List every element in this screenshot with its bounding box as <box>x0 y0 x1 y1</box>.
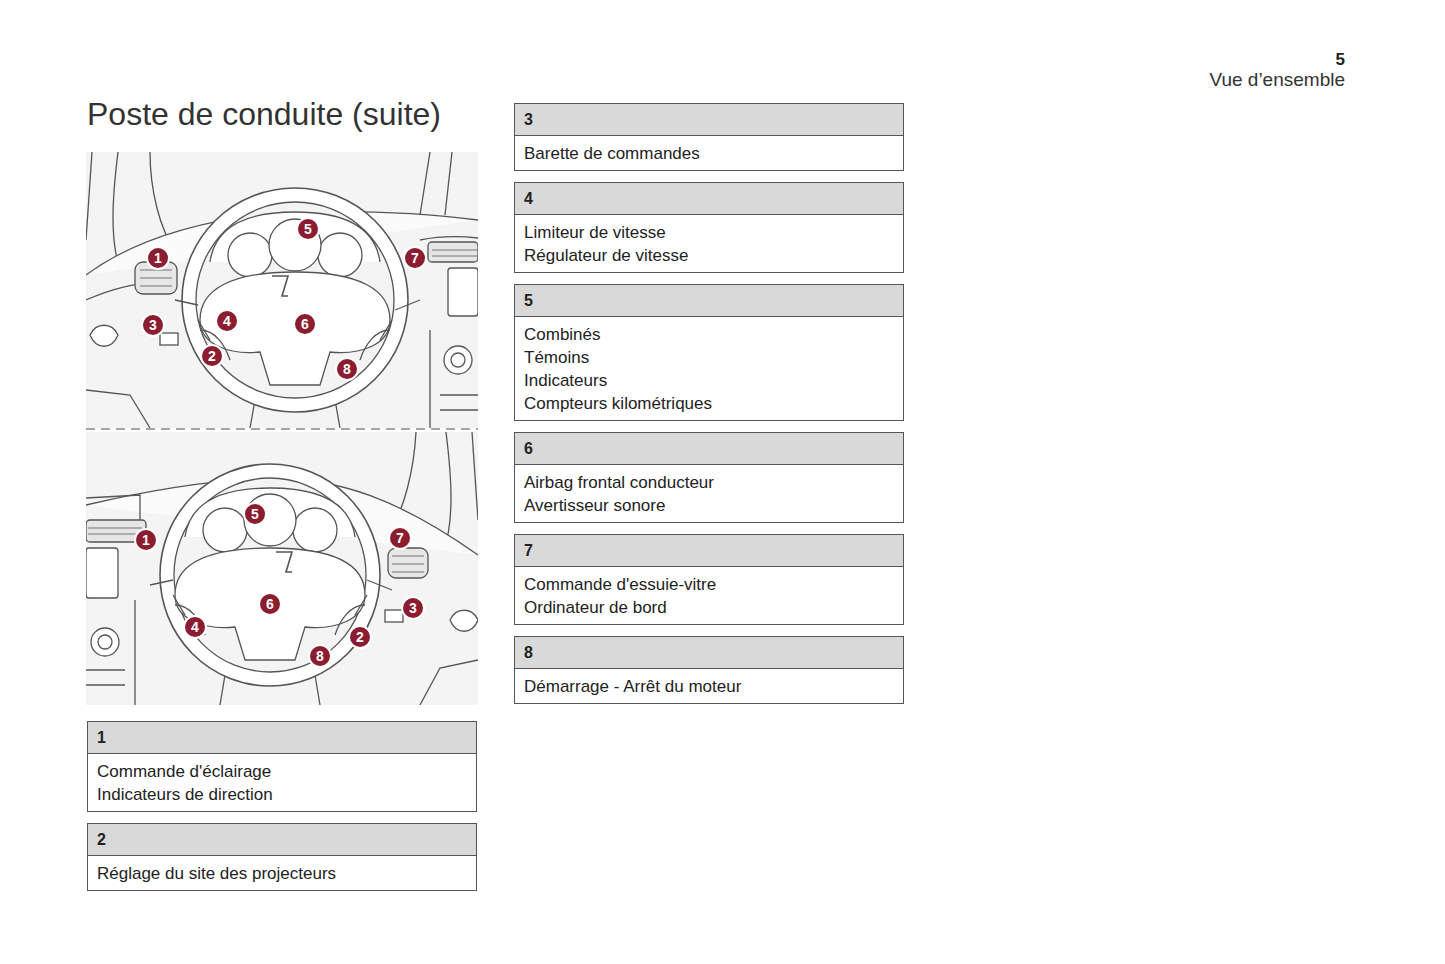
legend-table: 7Commande d'essuie-vitreOrdinateur de bo… <box>514 534 904 625</box>
callout-number: 4 <box>185 617 205 637</box>
table-number: 7 <box>515 535 903 567</box>
table-entry: Combinés <box>515 317 903 346</box>
table-number: 5 <box>515 285 903 317</box>
table-entry: Avertisseur sonore <box>515 494 903 522</box>
table-entry: Réglage du site des projecteurs <box>88 856 476 890</box>
table-number: 2 <box>88 824 476 856</box>
callout-number: 4 <box>217 311 237 331</box>
callout-number: 8 <box>310 646 330 666</box>
table-entry: Airbag frontal conducteur <box>515 465 903 494</box>
table-number: 8 <box>515 637 903 669</box>
table-number: 1 <box>88 722 476 754</box>
legend-table: 2Réglage du site des projecteurs <box>87 823 477 891</box>
callout-number: 7 <box>390 528 410 548</box>
table-entry: Barette de commandes <box>515 136 903 170</box>
separator-line <box>86 428 478 430</box>
table-entry: Commande d'essuie-vitre <box>515 567 903 596</box>
callout-number: 6 <box>295 314 315 334</box>
callout-number: 8 <box>337 359 357 379</box>
callout-number: 5 <box>298 219 318 239</box>
table-entry: Ordinateur de bord <box>515 596 903 624</box>
page-title: Poste de conduite (suite) <box>87 96 441 133</box>
callout-number: 3 <box>143 315 163 335</box>
callout-number: 3 <box>403 598 423 618</box>
legend-table: 8Démarrage - Arrêt du moteur <box>514 636 904 704</box>
callout-number: 2 <box>202 346 222 366</box>
callout-number: 6 <box>260 594 280 614</box>
callout-number: 1 <box>148 248 168 268</box>
table-entry: Limiteur de vitesse <box>515 215 903 244</box>
callout-number: 2 <box>350 627 370 647</box>
page-number: 5 <box>1336 50 1345 70</box>
table-entry: Compteurs kilométriques <box>515 392 903 420</box>
right-hand-drive-view <box>86 432 478 705</box>
section-title: Vue d’ensemble <box>1209 69 1345 91</box>
table-number: 6 <box>515 433 903 465</box>
callout-number: 5 <box>245 504 265 524</box>
legend-table: 6Airbag frontal conducteurAvertisseur so… <box>514 432 904 523</box>
legend-table: 3Barette de commandes <box>514 103 904 171</box>
table-number: 3 <box>515 104 903 136</box>
left-hand-drive-view <box>86 152 478 428</box>
table-entry: Régulateur de vitesse <box>515 244 903 272</box>
table-entry: Commande d'éclairage <box>88 754 476 783</box>
table-entry: Indicateurs <box>515 369 903 392</box>
callout-number: 7 <box>405 248 425 268</box>
table-entry: Indicateurs de direction <box>88 783 476 811</box>
table-entry: Démarrage - Arrêt du moteur <box>515 669 903 703</box>
table-number: 4 <box>515 183 903 215</box>
legend-table: 4Limiteur de vitesseRégulateur de vitess… <box>514 182 904 273</box>
legend-table: 1Commande d'éclairageIndicateurs de dire… <box>87 721 477 812</box>
table-entry: Témoins <box>515 346 903 369</box>
legend-table: 5CombinésTémoinsIndicateursCompteurs kil… <box>514 284 904 421</box>
callout-number: 1 <box>136 530 156 550</box>
